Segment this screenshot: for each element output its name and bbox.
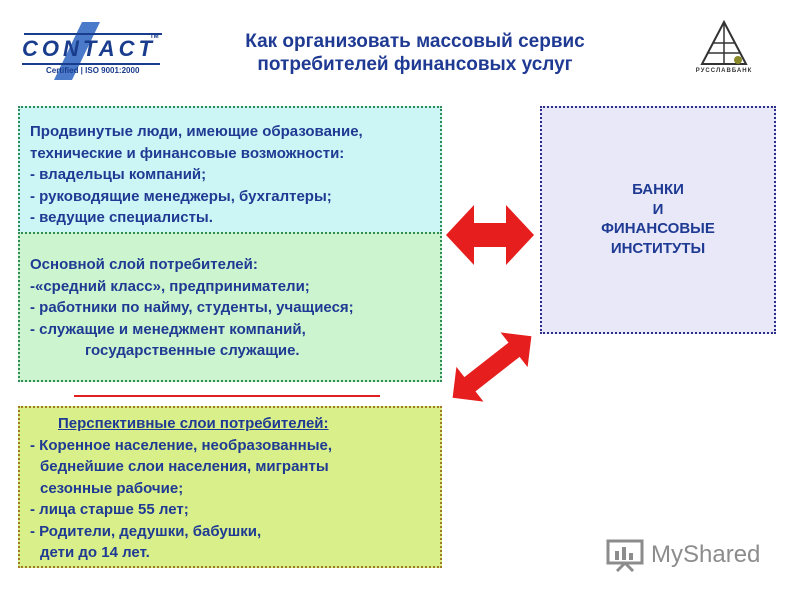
- main-consumers-box: Основной слой потребителей: -«средний кл…: [18, 232, 442, 382]
- prospective-heading: Перспективные слои потребителей:: [58, 415, 329, 432]
- prospective-line-3: сезонные рабочие;: [40, 479, 184, 497]
- advanced-line-1: Продвинутые люди, имеющие образование,: [30, 123, 363, 140]
- contact-logo-tm: TM: [150, 34, 159, 40]
- main-line-4: - служащие и менеджмент компаний,: [30, 320, 306, 338]
- contact-logo-graphic: [22, 22, 162, 80]
- double-arrow-diagonal-icon: [452, 332, 532, 402]
- prospective-consumers-box: Перспективные слои потребителей: - Корен…: [18, 406, 442, 568]
- advanced-line-2: технические и финансовые возможности:: [30, 144, 345, 162]
- main-line-2: -«средний класс», предприниматели;: [30, 277, 310, 295]
- double-arrow-horizontal-icon: [446, 205, 534, 265]
- contact-logo: CONTACT TM Certified | ISO 9001:2000: [22, 20, 167, 82]
- prospective-line-1: - Коренное население, необразованные,: [30, 436, 333, 454]
- title-line-1: Как организовать массовый сервис: [245, 31, 585, 52]
- advanced-line-4: - руководящие менеджеры, бухгалтеры;: [30, 187, 332, 205]
- prospective-line-4: - лица старше 55 лет;: [30, 501, 189, 518]
- contact-logo-text: CONTACT: [22, 36, 156, 61]
- main-line-1: Основной слой потребителей:: [30, 256, 258, 273]
- advanced-line-5: - ведущие специалисты.: [30, 209, 213, 226]
- main-line-5: государственные служащие.: [85, 342, 300, 359]
- main-line-3: - работники по найму, студенты, учащиеся…: [30, 299, 354, 316]
- page-title: Как организовать массовый сервис потреби…: [200, 30, 630, 76]
- prospective-line-5: - Родители, дедушки, бабушки,: [30, 522, 262, 540]
- prospective-line-6: дети до 14 лет.: [40, 544, 150, 561]
- advanced-consumers-box: Продвинутые люди, имеющие образование, т…: [18, 106, 442, 234]
- banks-line-3: ФИНАНСОВЫЕ: [601, 220, 715, 237]
- banks-line-4: ИНСТИТУТЫ: [610, 239, 706, 257]
- myshared-watermark: MyShared: [605, 538, 765, 574]
- russlavbank-logo: РУССЛАВБАНК: [696, 20, 751, 78]
- pyramid-logo-icon: [700, 20, 748, 65]
- prospective-line-2: беднейшие слои населения, мигранты: [40, 458, 329, 475]
- title-line-2: потребителей финансовых услуг: [257, 54, 573, 75]
- banks-line-1: БАНКИ: [632, 181, 684, 198]
- red-divider-line: [74, 395, 380, 397]
- iso-certified-text: Certified | ISO 9001:2000: [46, 66, 140, 75]
- banks-box: БАНКИ И ФИНАНСОВЫЕ ИНСТИТУТЫ: [540, 106, 776, 334]
- advanced-line-3: - владельцы компаний;: [30, 166, 207, 183]
- banks-line-2: И: [652, 200, 664, 218]
- presentation-icon: [606, 539, 644, 572]
- myshared-watermark-text: MyShared: [651, 541, 761, 568]
- russlavbank-logo-text: РУССЛАВБАНК: [695, 68, 753, 74]
